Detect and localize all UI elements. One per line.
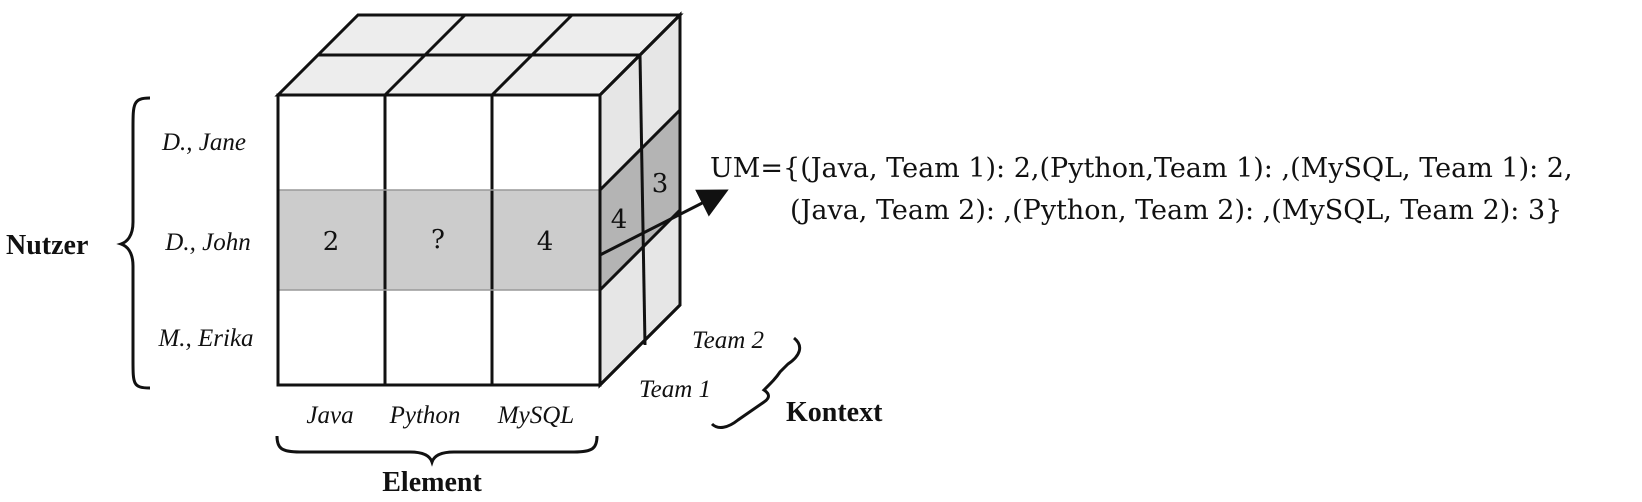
um-formula-line1: UM={(Java, Team 1): 2,(Python,Team 1): ,… [710,153,1573,184]
cell-john-mysql: 4 [537,227,554,257]
cube-side-face [598,11,682,389]
element-label-mysql: MySQL [497,402,574,429]
user-label-john: D., John [164,229,250,256]
context-brace [710,336,802,429]
elements-axis-label: Element [382,467,482,498]
cube-front-face [276,93,602,387]
side-value-team1: 4 [611,205,628,235]
arrow-to-um [599,189,729,257]
element-label-java: Java [306,402,353,429]
context-label-team1: Team 1 [639,376,711,403]
cell-john-python: ? [431,225,445,255]
element-label-python: Python [389,402,461,429]
user-label-jane: D., Jane [161,129,246,156]
context-axis-label: Kontext [786,397,883,428]
user-label-erika: M., Erika [157,325,253,352]
side-value-team2: 3 [652,169,669,199]
context-label-team2: Team 2 [692,327,764,354]
front-band-john [278,190,600,290]
users-brace [116,96,151,390]
users-axis-label: Nutzer [6,230,88,261]
elements-brace [275,435,599,467]
um-formula-line2: (Java, Team 2): ,(Python, Team 2): ,(MyS… [790,195,1562,226]
cell-john-java: 2 [323,227,340,257]
